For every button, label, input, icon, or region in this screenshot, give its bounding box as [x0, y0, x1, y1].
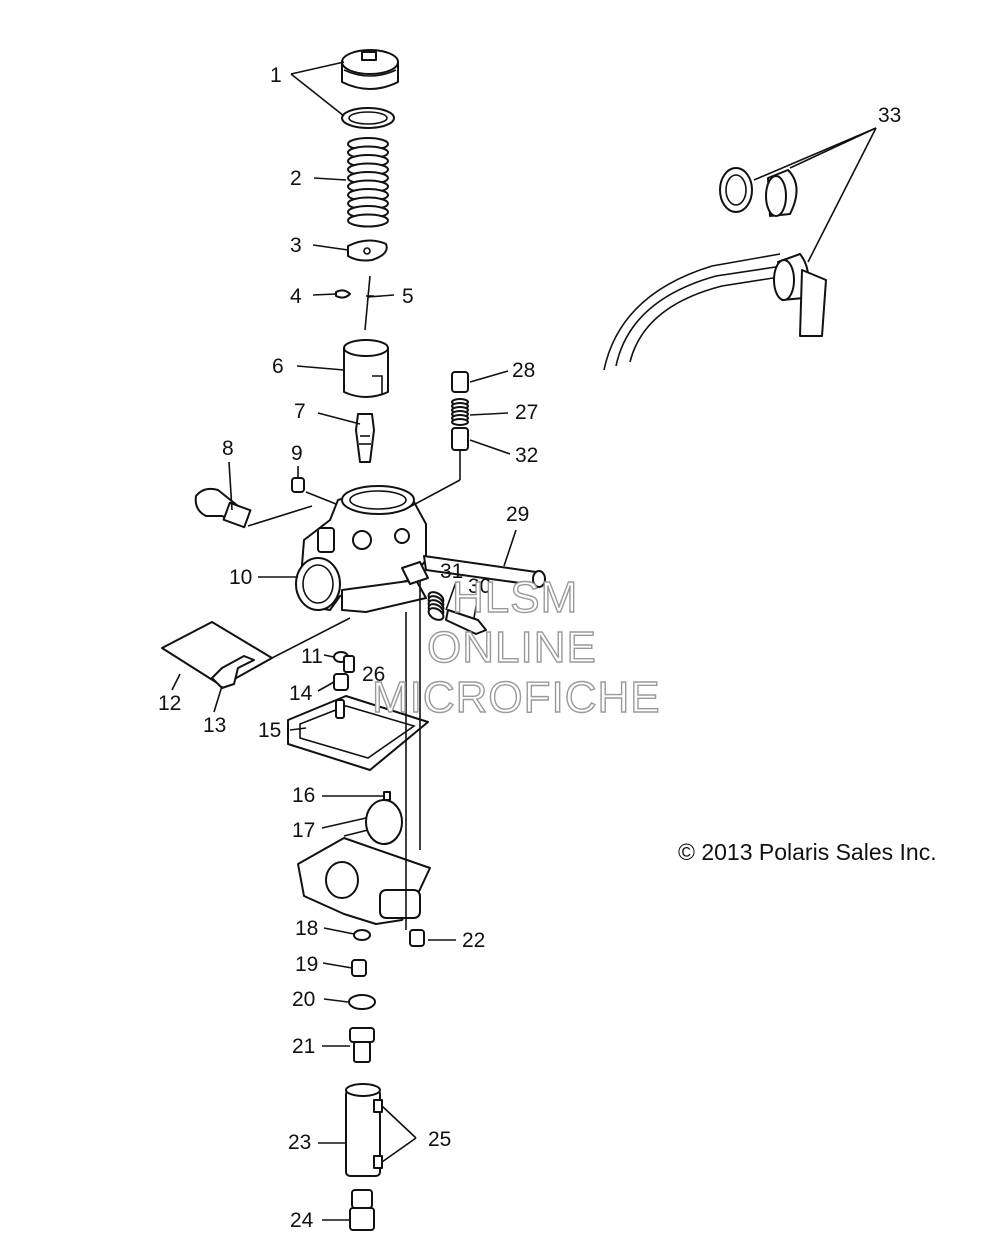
part-14-pilot-jet [333, 673, 349, 691]
callout-29: 29 [506, 503, 529, 526]
part-26-main-jet [343, 655, 355, 673]
callout-22: 22 [462, 929, 485, 952]
spring-coil [347, 213, 389, 228]
callout-13: 13 [203, 714, 226, 737]
watermark-line-3: MICROFICHE [372, 673, 661, 722]
part-13-bracket [211, 655, 255, 689]
callout-8: 8 [222, 437, 234, 460]
part-33-throttle-cable [603, 167, 827, 371]
part-19-drain-screw [351, 959, 367, 977]
callout-24: 24 [290, 1209, 314, 1232]
leader-lines [171, 61, 877, 1221]
callout-28: 28 [512, 359, 535, 382]
callout-16: 16 [292, 784, 315, 807]
callout-3: 3 [290, 234, 302, 257]
callout-17: 17 [292, 819, 315, 842]
part-27-spring [451, 398, 469, 426]
part-8-choke-plunger [194, 487, 252, 529]
spring-coil [451, 418, 469, 426]
callout-4: 4 [290, 285, 302, 308]
watermark-line-1: HLSM [452, 573, 578, 622]
callout-27: 27 [515, 401, 538, 424]
part-32-cap [451, 427, 469, 451]
callout-11: 11 [301, 645, 323, 668]
callout-9: 9 [291, 442, 303, 465]
part-2-spring [347, 137, 389, 228]
callout-14: 14 [289, 682, 313, 705]
part-1-top-cap [341, 49, 399, 129]
part-18-washer [353, 929, 371, 941]
callout-2: 2 [290, 167, 302, 190]
part-10-carburetor-body [295, 485, 429, 613]
callout-20: 20 [292, 988, 315, 1011]
callout-1: 1 [270, 64, 282, 87]
part-5-jet-needle [364, 275, 374, 331]
callout-30: 30 [468, 575, 491, 598]
part-4-clip [335, 289, 351, 299]
callout-labels: 1 2 3 4 5 6 7 8 9 10 11 12 13 14 15 16 1… [158, 64, 901, 1232]
callout-6: 6 [272, 355, 284, 378]
callout-21: 21 [292, 1035, 315, 1058]
part-12-plate [161, 617, 351, 687]
part-3-needle-plate [347, 239, 388, 262]
callout-5: 5 [402, 285, 414, 308]
callout-12: 12 [158, 692, 181, 715]
spring-coil [427, 607, 445, 621]
part-29-tube [423, 555, 546, 588]
callout-23: 23 [288, 1131, 311, 1154]
part-21-fitting [349, 1027, 375, 1063]
part-15-bowl-gasket [287, 695, 429, 771]
callout-10: 10 [229, 566, 252, 589]
part-22-screw [409, 929, 425, 947]
watermark-line-2: ONLINE [427, 623, 597, 672]
callout-25: 25 [428, 1128, 451, 1151]
callout-19: 19 [295, 953, 318, 976]
callout-18: 18 [295, 917, 318, 940]
callout-26: 26 [362, 663, 385, 686]
callout-7: 7 [294, 400, 306, 423]
watermark: HLSM ONLINE MICROFICHE [371, 572, 661, 722]
copyright-notice: © 2013 Polaris Sales Inc. [678, 839, 937, 865]
part-23-drain-tube [345, 1083, 381, 1177]
part-20-o-ring [348, 994, 376, 1010]
float-bowl [297, 837, 431, 925]
part-17-float [343, 799, 403, 845]
part-24-plug [349, 1189, 375, 1231]
part-31-spring [427, 591, 445, 621]
part-16-float-pin [383, 791, 391, 801]
part-7-needle-jet [355, 413, 375, 463]
callout-32: 32 [515, 444, 538, 467]
callout-33: 33 [878, 104, 901, 127]
part-9-pin [291, 477, 305, 493]
part-6-throttle-slide [343, 339, 389, 398]
callout-31: 31 [440, 560, 463, 583]
part-28-adjuster [451, 371, 469, 393]
part-30-air-screw [445, 609, 487, 635]
callout-15: 15 [258, 719, 281, 742]
